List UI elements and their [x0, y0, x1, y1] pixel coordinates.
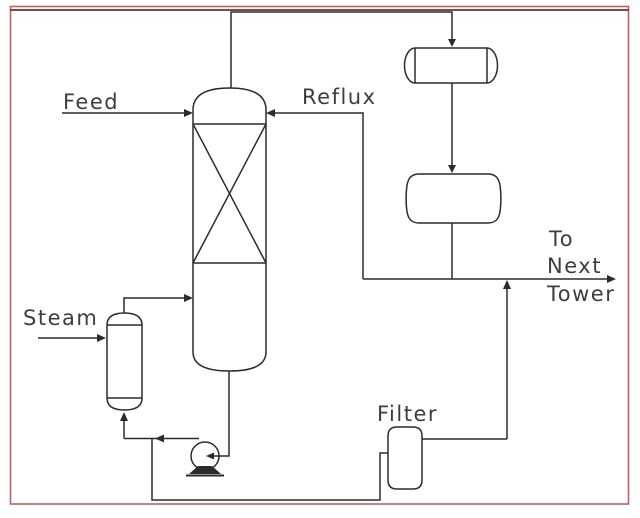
flow-arrow-down-icon: [448, 39, 456, 47]
column-bottoms-pipe: [212, 371, 230, 457]
to-next-tower-line3: Tower: [546, 282, 615, 306]
feed-label: Feed: [63, 90, 119, 114]
condenser-body: [414, 47, 488, 84]
vapor-pipe: [230, 11, 453, 88]
column-shell: [192, 87, 267, 372]
filter-outlet-pipe: [422, 284, 508, 440]
distillate-line: [363, 275, 616, 283]
filter-circuit: [151, 280, 511, 501]
to-next-tower-line1: To: [548, 227, 574, 251]
filter-label: Filter: [377, 402, 438, 426]
flow-arrow-down-icon: [448, 165, 456, 173]
filter-vessel: [387, 426, 423, 490]
condenser-left-cap: [403, 47, 416, 84]
flow-arrow-right-icon: [184, 294, 193, 302]
bottoms-pump: [124, 371, 230, 477]
packed-distillation-column: [192, 87, 267, 372]
condenser-right-cap: [486, 47, 499, 84]
reflux-pipe: [269, 112, 364, 279]
reboiler-bottom-dome: [106, 397, 143, 411]
flow-arrow-right-icon: [607, 275, 616, 283]
steam-reboiler: [38, 294, 193, 439]
drum-shell: [405, 173, 502, 224]
to-next-tower-line2: Next: [547, 254, 602, 278]
filter-inlet-pipe: [151, 438, 388, 501]
steam-label: Steam: [23, 306, 98, 330]
to-next-tower-label: To Next Tower: [546, 227, 615, 306]
flow-arrow-left-icon: [155, 434, 164, 443]
flow-arrow-right-icon: [184, 109, 193, 117]
pump-base: [189, 466, 221, 474]
overhead-condenser: [403, 47, 499, 173]
reflux-line: [266, 109, 364, 279]
feed-line: [62, 109, 193, 117]
diagram-border: [9, 5, 630, 505]
packing-x-diagonal-2: [192, 123, 267, 264]
flow-arrow-left-icon: [266, 109, 275, 117]
flow-arrow-left-icon: [206, 452, 214, 460]
flow-arrow-up-icon: [120, 412, 128, 421]
reboiler-shell: [106, 324, 143, 399]
flow-arrow-up-icon: [503, 280, 511, 289]
flow-arrow-right-icon: [97, 334, 106, 342]
reboiler-vapor-pipe: [123, 297, 189, 313]
reflux-accumulator-drum: [405, 173, 502, 279]
overhead-vapor-line: [230, 11, 456, 88]
reboiler-top-dome: [106, 312, 143, 326]
reflux-label: Reflux: [302, 85, 377, 109]
